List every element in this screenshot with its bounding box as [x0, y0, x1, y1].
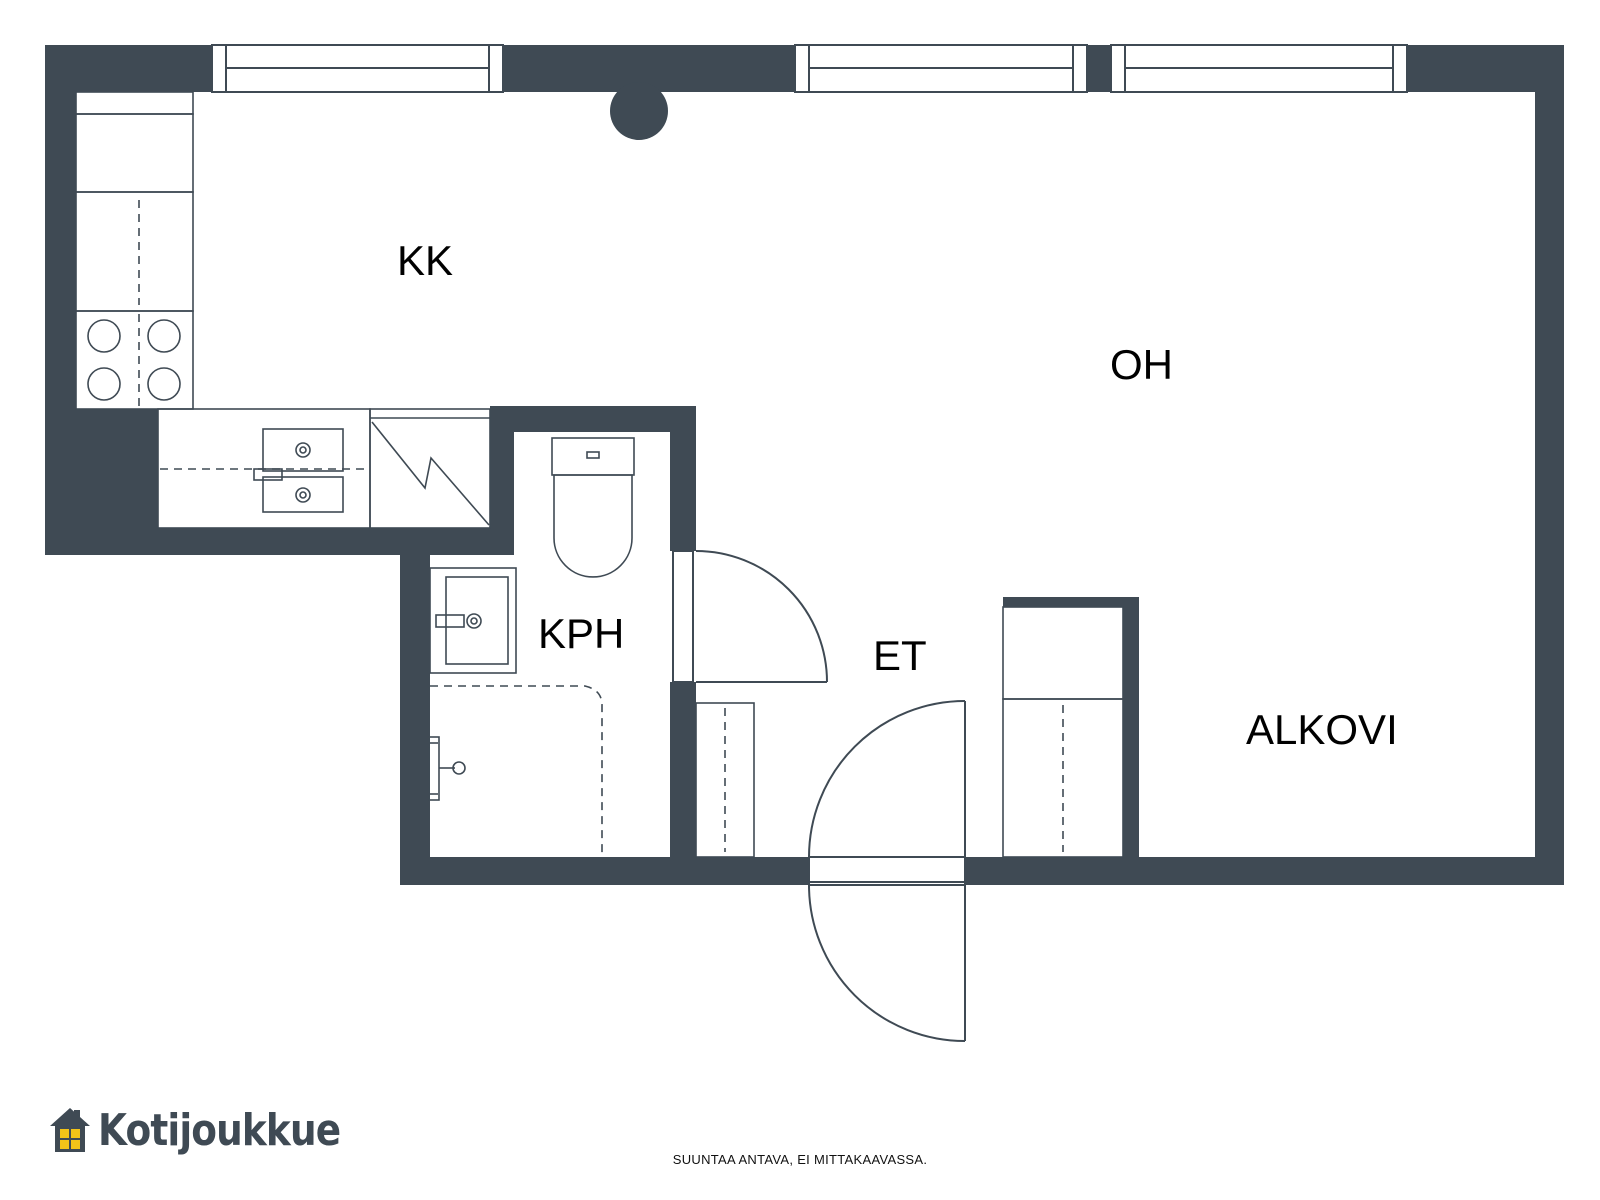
house-icon	[50, 1108, 90, 1152]
kitchen-sink	[157, 408, 371, 529]
room-label-alcove: ALKOVI	[1246, 706, 1398, 753]
bathroom-door	[672, 550, 828, 683]
room-label-bathroom: KPH	[538, 610, 624, 657]
room-label-kitchen: KK	[397, 237, 453, 284]
kitchen-fixtures	[75, 91, 194, 410]
bathroom-fixtures	[428, 437, 635, 855]
brand-name: Kotijoukkue	[98, 1104, 341, 1156]
wardrobes	[695, 606, 1124, 858]
room-label-living-room: OH	[1110, 341, 1173, 388]
electrical-cabinet	[369, 408, 491, 529]
room-label-hallway: ET	[873, 632, 927, 679]
brand-logo: Kotijoukkue	[48, 1100, 383, 1160]
windows	[211, 44, 1408, 93]
disclaimer-note: SUUNTAA ANTAVA, EI MITTAKAAVASSA.	[672, 1152, 928, 1167]
entrance-door	[808, 700, 966, 1042]
walls	[45, 45, 1564, 885]
